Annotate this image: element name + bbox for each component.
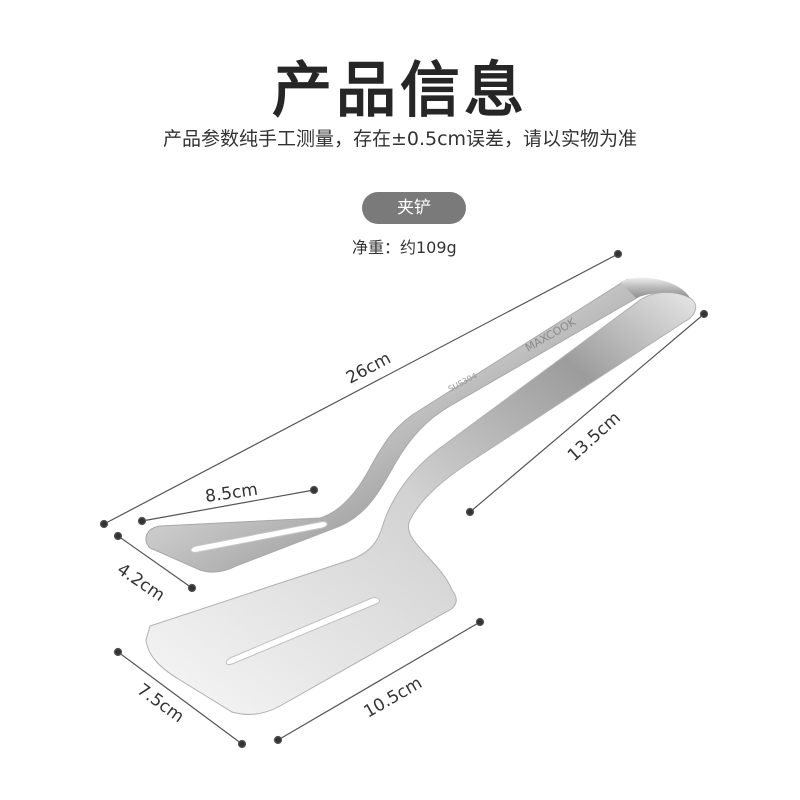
product-weight: 净重：约109g: [352, 238, 457, 257]
page-title: 产品信息: [272, 56, 528, 126]
dim-label-lower-blade-width: 7.5cm: [133, 680, 188, 727]
upper-blade-slot: [190, 521, 328, 553]
dim-label-upper-blade-length: 8.5cm: [204, 480, 259, 507]
product-name-badge: 夹铲: [362, 192, 466, 224]
dim-label-upper-blade-width: 4.2cm: [113, 560, 168, 606]
dimension-endpoint: [113, 531, 123, 541]
lower-spatula: [145, 291, 697, 715]
dimension-endpoint: [699, 309, 709, 319]
tongs-hinge: [620, 277, 690, 298]
dim-label-lower-handle-length: 13.5cm: [564, 408, 625, 466]
dimension-endpoint: [137, 516, 147, 526]
measurement-note: 产品参数纯手工测量，存在±0.5cm误差，请以实物为准: [162, 128, 638, 150]
dimension-endpoint: [273, 735, 283, 745]
dimension-endpoint: [99, 519, 109, 529]
dimension-endpoint: [465, 507, 475, 517]
dimension-endpoint: [113, 647, 123, 657]
dimension-endpoint: [613, 249, 623, 259]
dimension-endpoint: [475, 617, 485, 627]
dimension-endpoint: [187, 583, 197, 593]
dimension-endpoint: [237, 739, 247, 749]
upper-spatula: [145, 278, 645, 573]
lower-blade-slot: [225, 597, 380, 665]
dim-label-total-length: 26cm: [343, 348, 394, 388]
dimension-lines: [99, 249, 709, 749]
dimension-endpoint: [309, 485, 319, 495]
dim-label-lower-blade-length: 10.5cm: [361, 673, 426, 722]
